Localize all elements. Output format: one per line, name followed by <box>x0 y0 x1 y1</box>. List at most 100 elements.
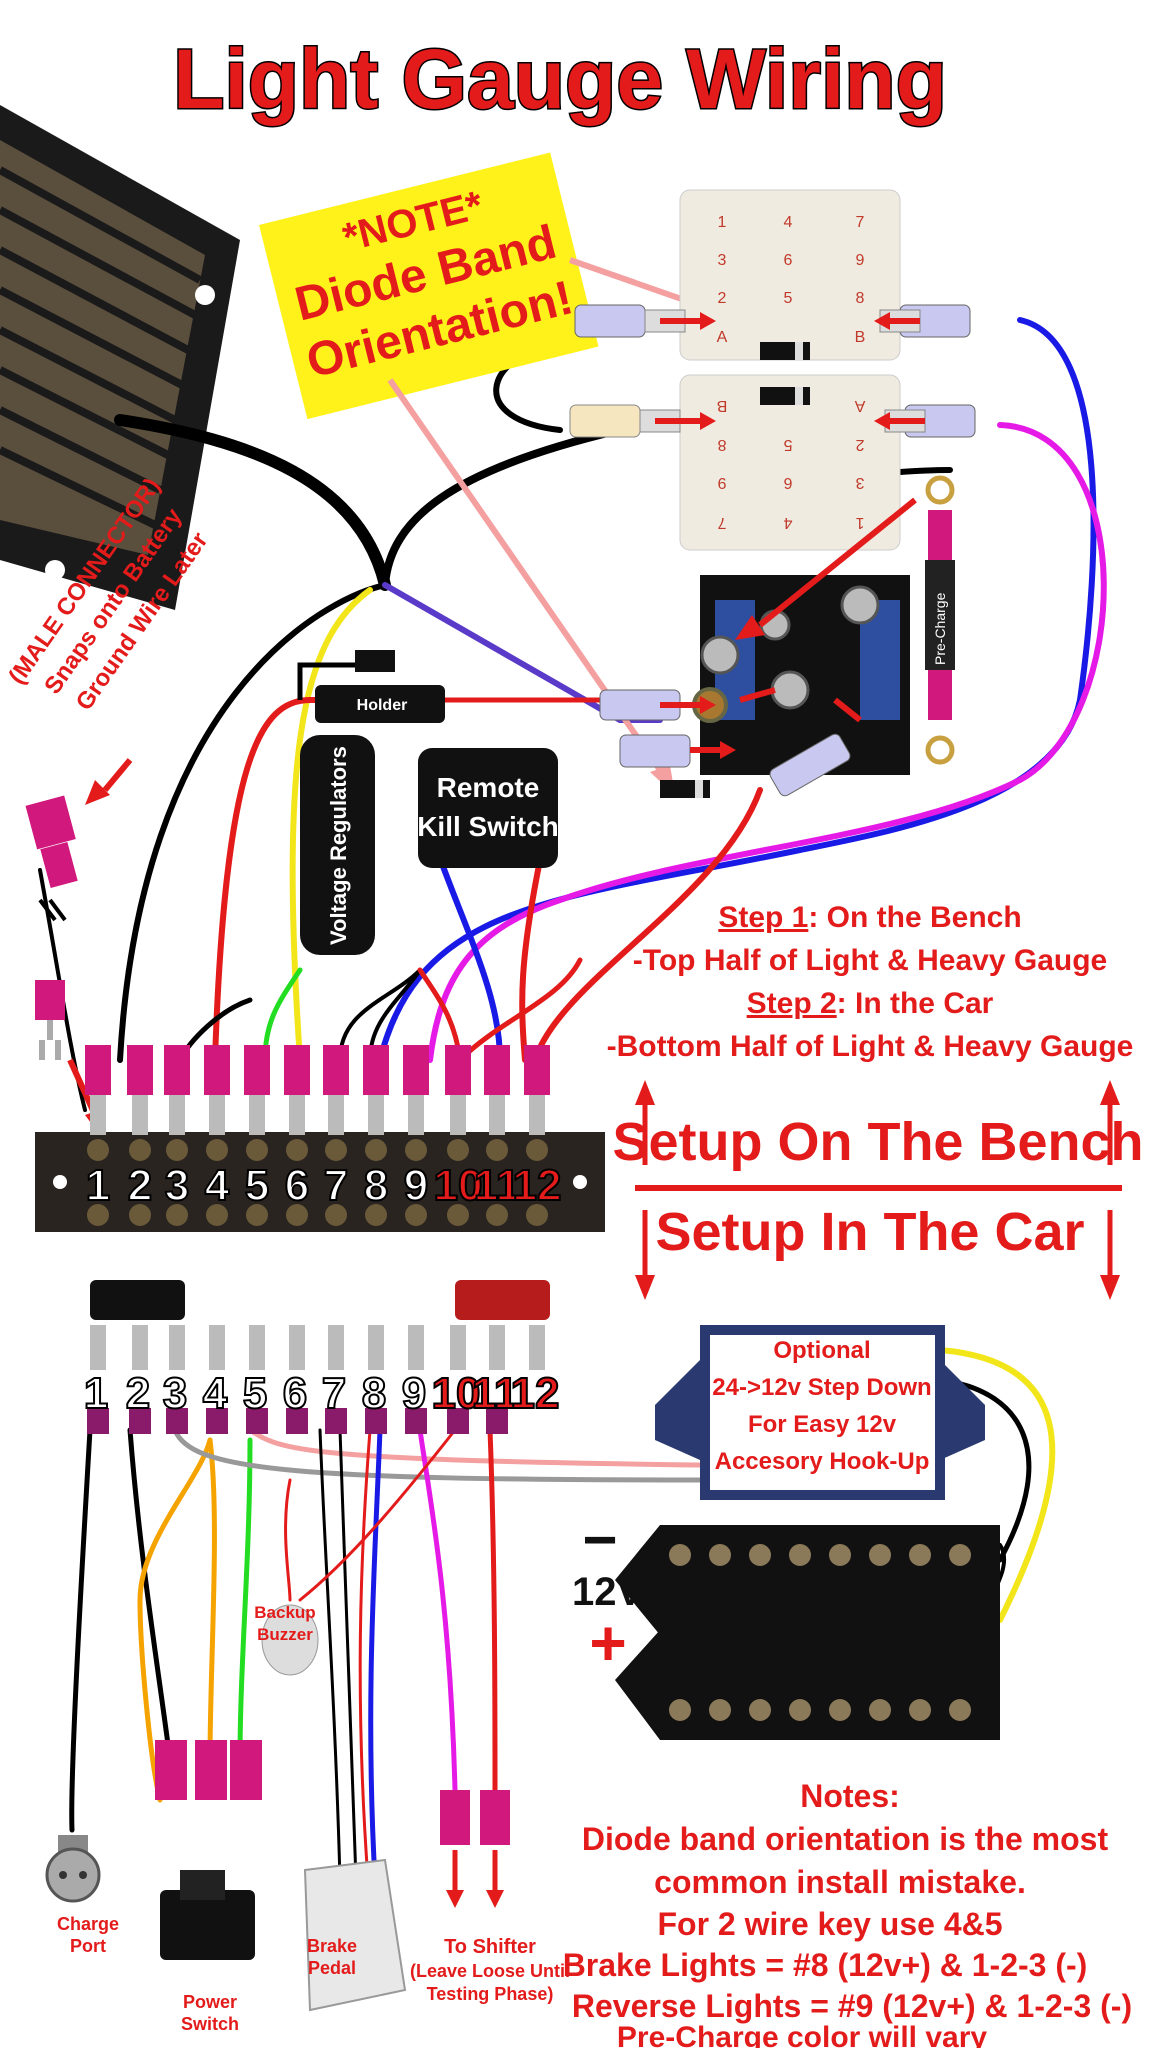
notes-line-6: Pre-Charge color will vary <box>617 2021 987 2048</box>
top-lug <box>90 1095 106 1135</box>
bottom-connector <box>286 1408 308 1434</box>
top-lug <box>408 1095 424 1135</box>
shifter-connectors: To Shifter (Leave Loose Until Testing Ph… <box>410 1790 570 2004</box>
bus-screw <box>709 1699 731 1721</box>
relay-connectors <box>569 304 976 438</box>
relay-bottom-pin: A <box>854 397 865 414</box>
terminal-number-bottom: 2 <box>126 1369 150 1418</box>
terminal-number-bottom: 6 <box>283 1369 307 1418</box>
relay-top-pin: 3 <box>718 252 727 269</box>
relay-top-pin: 6 <box>784 252 793 269</box>
voltage-regulators: Voltage Regulators <box>300 735 375 955</box>
notes-line-3: For 2 wire key use 4&5 <box>657 1906 1002 1942</box>
terminal-screw <box>405 1139 427 1161</box>
notes-section: Notes: Diode band orientation is the mos… <box>563 1778 1132 2053</box>
relay-top-pin: 2 <box>718 290 727 307</box>
top-lug <box>249 1095 265 1135</box>
notes-line-2: common install mistake. <box>654 1864 1026 1900</box>
bus-screw <box>869 1544 891 1566</box>
terminal-number-top: 10 <box>434 1161 483 1210</box>
bottom-lug <box>169 1325 185 1370</box>
top-connector <box>403 1045 429 1095</box>
step-down-line-3: For Easy 12v <box>748 1411 897 1438</box>
bottom-connector <box>166 1408 188 1434</box>
top-lug <box>209 1095 225 1135</box>
relay-bottom-pin: 7 <box>717 514 726 531</box>
brake-pedal: Brake Pedal <box>303 1858 407 2012</box>
top-connector <box>484 1045 510 1095</box>
power-switch-label-1: Power <box>183 1992 237 2012</box>
step1-label: Step 1 <box>718 901 808 934</box>
terminal-screw <box>325 1139 347 1161</box>
terminal-screw <box>526 1139 548 1161</box>
terminal-number-top: 12 <box>513 1161 562 1210</box>
pre-charge-label: Pre-Charge <box>932 592 948 665</box>
relay-top-pin: A <box>717 329 728 346</box>
relay-top-pin: 4 <box>784 214 793 231</box>
charge-port-label-1: Charge <box>57 1914 119 1934</box>
terminal-number-bottom: 10 <box>432 1369 481 1418</box>
fuse-holder: Fuse Holder <box>297 650 445 723</box>
terminal-screw <box>206 1204 228 1226</box>
terminal-number-bottom: 8 <box>362 1369 386 1418</box>
charge-port-label-2: Port <box>70 1936 106 1956</box>
step-down-line-1: Optional <box>773 1337 870 1364</box>
top-lug <box>289 1095 305 1135</box>
backup-buzzer: Backup Buzzer <box>254 1603 319 1676</box>
terminal-number-bottom: 9 <box>402 1369 426 1418</box>
page-title: Light Gauge Wiring <box>173 32 947 126</box>
brake-pedal-label-1: Brake <box>307 1936 357 1956</box>
bottom-lug <box>450 1325 466 1370</box>
bottom-lug <box>209 1325 225 1370</box>
to-shifter-line-3: Testing Phase) <box>427 1984 554 2004</box>
relay-top-pin: 8 <box>856 290 865 307</box>
terminal-number-bottom: 4 <box>203 1369 228 1418</box>
relay-bottom-pin: B <box>717 397 728 414</box>
bottom-lug <box>289 1325 305 1370</box>
terminal-screw <box>129 1139 151 1161</box>
terminal-number-top: 5 <box>245 1161 269 1210</box>
terminal-number-bottom: 12 <box>511 1369 560 1418</box>
terminal-number-top: 3 <box>165 1161 189 1210</box>
bottom-lug <box>90 1325 106 1370</box>
svg-text:Step 2: In the Car: Step 2: In the Car <box>747 987 994 1020</box>
terminal-screw <box>486 1139 508 1161</box>
fuse-holder-label-1: Fuse <box>363 671 400 688</box>
bottom-connector <box>129 1408 151 1434</box>
bus-screw <box>669 1699 691 1721</box>
step1-sub: -Top Half of Light & Heavy Gauge <box>633 944 1107 977</box>
terminal-screw <box>87 1204 109 1226</box>
terminal-number-top: 8 <box>364 1161 388 1210</box>
setup-car-label: Setup In The Car <box>655 1202 1084 1262</box>
bus-screw <box>869 1699 891 1721</box>
terminal-number-bottom: 7 <box>322 1369 346 1418</box>
terminal-number-top: 1 <box>86 1161 110 1210</box>
relay-top-pin: 1 <box>718 214 727 231</box>
bottom-connector <box>365 1408 387 1434</box>
top-connector <box>524 1045 550 1095</box>
bottom-lug <box>368 1325 384 1370</box>
svg-text:Step 1: On the Bench: Step 1: On the Bench <box>718 901 1021 934</box>
terminal-screw <box>526 1204 548 1226</box>
top-connector <box>363 1045 389 1095</box>
terminal-screw <box>447 1139 469 1161</box>
terminal-number-bottom: 3 <box>163 1369 187 1418</box>
terminal-number-top: 6 <box>285 1161 309 1210</box>
notes-heading: Notes: <box>800 1778 900 1814</box>
terminal-screw <box>246 1139 268 1161</box>
terminal-screw <box>286 1204 308 1226</box>
kill-switch-label-1: Remote <box>437 772 540 803</box>
top-connector <box>164 1045 190 1095</box>
buzzer-label-1: Backup <box>254 1603 315 1622</box>
terminal-screw <box>246 1204 268 1226</box>
terminal-number-top: 7 <box>324 1161 348 1210</box>
bottom-connector <box>486 1408 508 1434</box>
bottom-lug <box>328 1325 344 1370</box>
diode-bottom <box>760 387 810 405</box>
twelve-volt-label: 12V <box>572 1570 643 1614</box>
bus-screw <box>669 1544 691 1566</box>
relay-top-pin: 7 <box>856 214 865 231</box>
relay-bottom-pin: 1 <box>855 514 864 531</box>
bus-screw <box>909 1544 931 1566</box>
bus-screw <box>949 1699 971 1721</box>
